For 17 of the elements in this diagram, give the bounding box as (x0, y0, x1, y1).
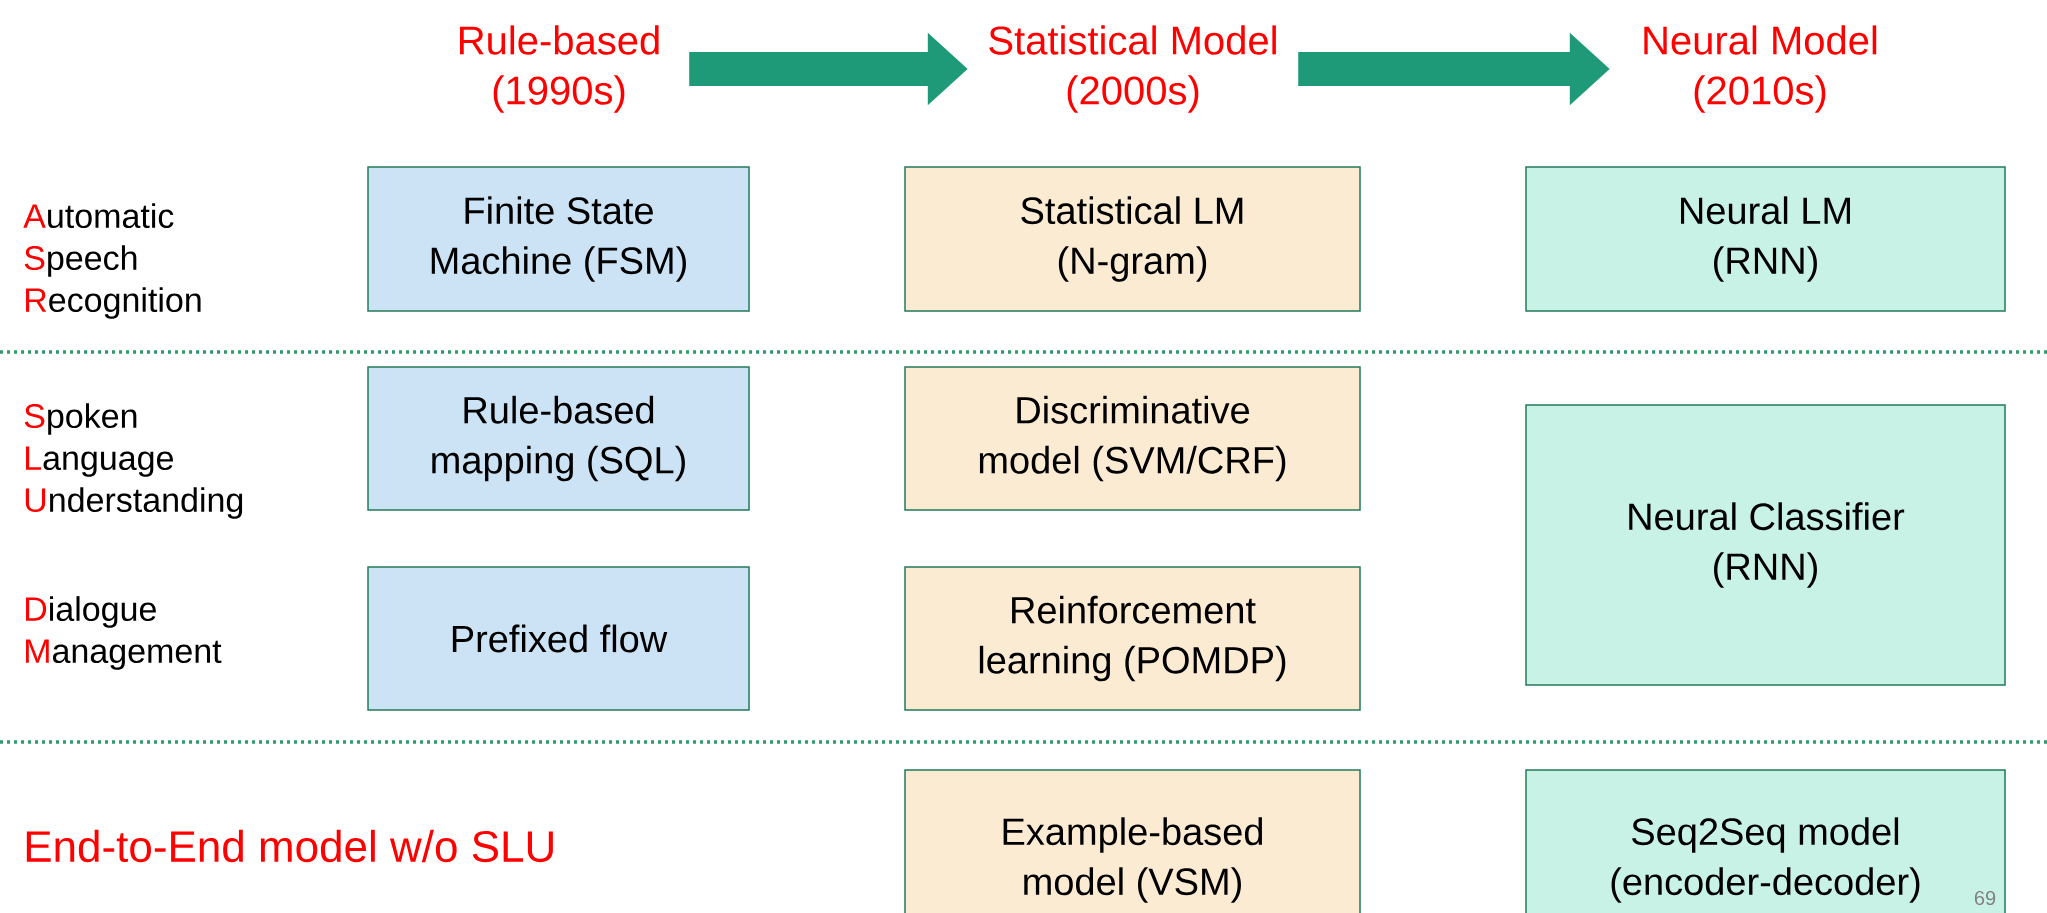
process-box: Rule-based mapping (SQL) (367, 366, 750, 511)
process-box: Reinforcement learning (POMDP) (904, 566, 1361, 711)
row-label: Automatic Speech Recognition (23, 203, 201, 319)
row-label: Dialogue Management (26, 596, 222, 670)
process-box: Neural Classifier (RNN) (1525, 404, 2006, 686)
process-box: Finite State Machine (FSM) (367, 166, 750, 312)
row-label: End-to-End model w/o SLU (26, 829, 553, 863)
process-box: Statistical LM (N-gram) (904, 166, 1361, 312)
process-box: Prefixed flow (367, 566, 750, 711)
process-box: Neural LM (RNN) (1525, 166, 2006, 312)
column-heading: Statistical Model (2000s) (989, 25, 1276, 113)
row-label: Spoken Language Understanding (24, 403, 243, 519)
column-heading: Rule-based (1990s) (460, 25, 659, 113)
process-box: Discriminative model (SVM/CRF) (904, 366, 1361, 511)
page-number: 69 (1974, 890, 1996, 906)
column-heading: Neural Model (2010s) (1644, 25, 1877, 113)
process-box: Example-based model (VSM) (904, 769, 1361, 913)
